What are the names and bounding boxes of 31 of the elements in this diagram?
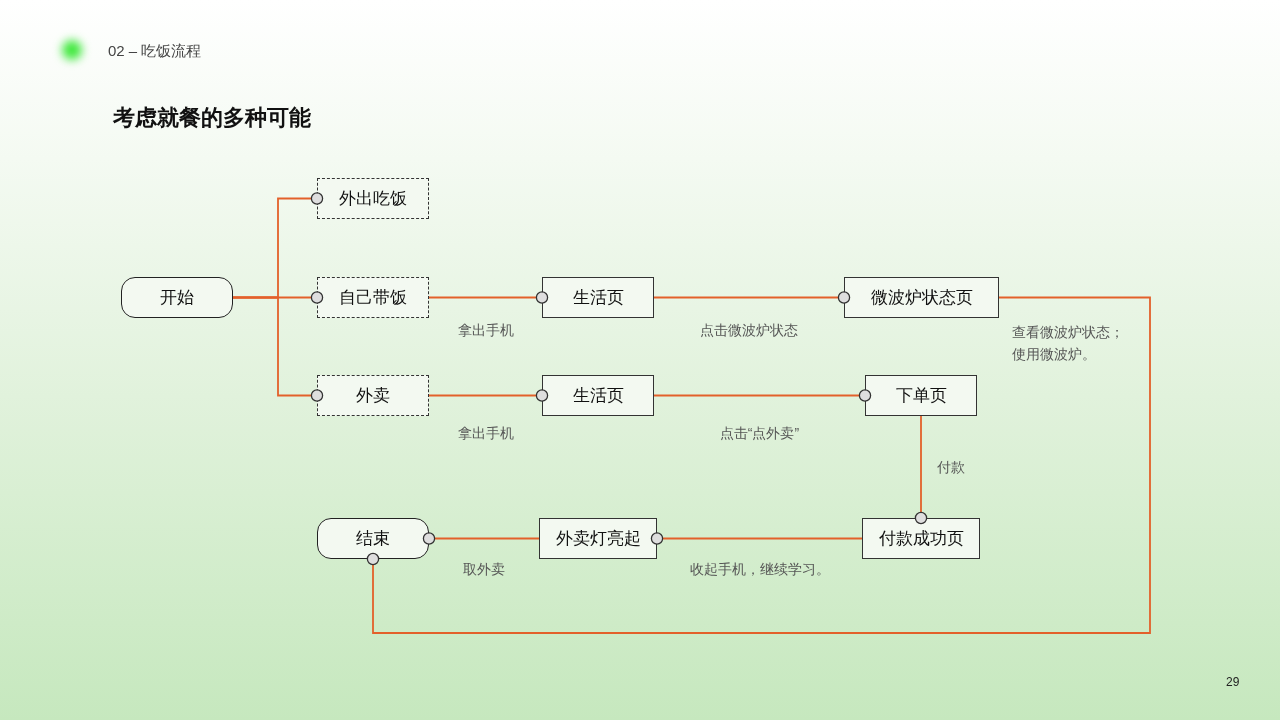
edge-label: 取外卖	[462, 560, 506, 579]
edge-label: 点击微波炉状态	[699, 321, 799, 340]
connector-line	[650, 532, 863, 545]
option-box: 外卖	[317, 375, 429, 416]
page-number: 29	[1226, 674, 1240, 691]
slide-title: 考虑就餐的多种可能	[113, 104, 311, 132]
edge-label: 拿出手机	[457, 321, 515, 340]
connector-line	[653, 389, 872, 402]
edge-label: 收起手机，继续学习。	[688, 560, 831, 579]
edge-label: 付款	[937, 458, 966, 477]
connector-line	[428, 291, 549, 304]
connector-line	[232, 296, 324, 402]
edge-label: 点击“点外卖”	[718, 424, 801, 443]
section-header: 02 – 吃饭流程	[108, 41, 202, 61]
connector-line	[422, 532, 540, 545]
option-box: 自己带饭	[317, 277, 429, 318]
connector-line	[366, 296, 1151, 634]
connector-line	[653, 291, 851, 304]
option-box: 外出吃饭	[317, 178, 429, 219]
edge-label: 拿出手机	[457, 424, 515, 443]
process-box: 微波炉状态页	[844, 277, 999, 318]
process-box: 外卖灯亮起	[539, 518, 657, 559]
terminal-pill: 开始	[121, 277, 233, 318]
edge-label: 查看微波炉状态；使用微波炉。	[1012, 323, 1125, 364]
process-box: 生活页	[542, 375, 654, 416]
connector-line	[914, 415, 928, 525]
process-box: 生活页	[542, 277, 654, 318]
connector-line	[428, 389, 549, 402]
terminal-pill: 结束	[317, 518, 429, 559]
process-box: 下单页	[865, 375, 977, 416]
process-box: 付款成功页	[862, 518, 980, 559]
